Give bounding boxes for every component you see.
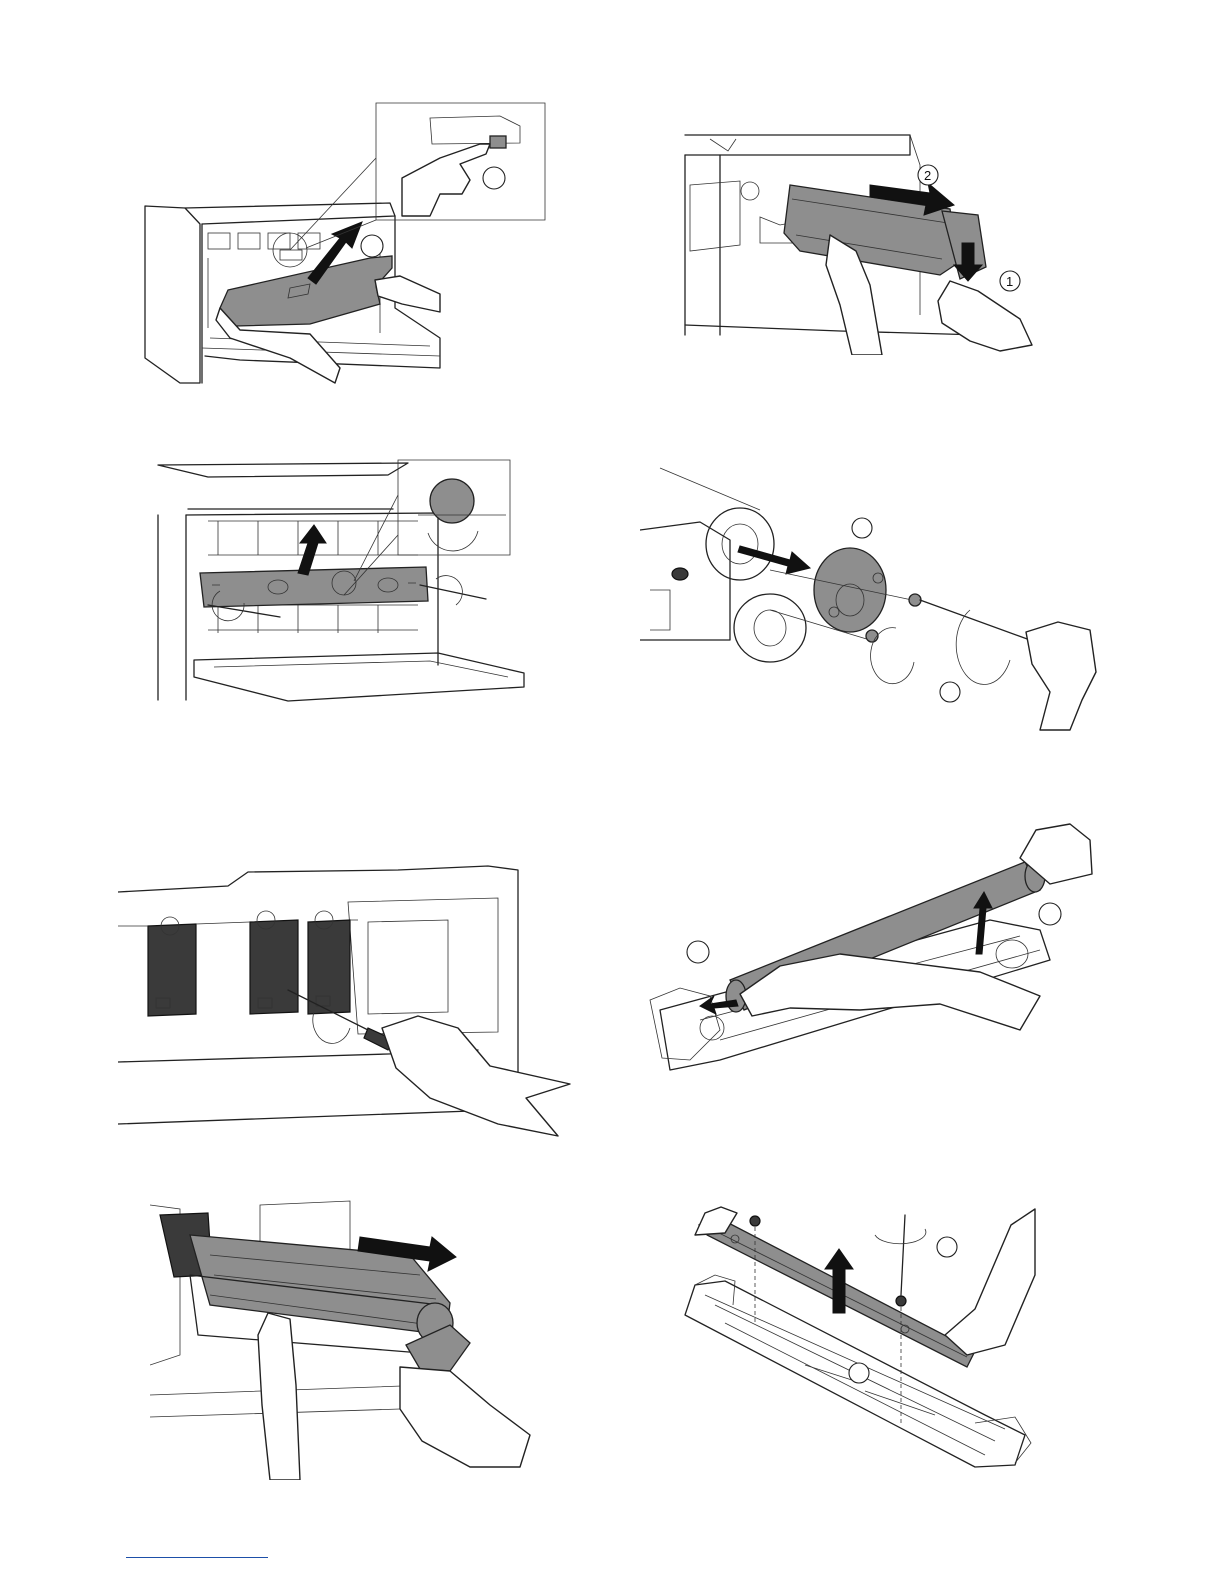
figure-process-unit-slide-out bbox=[150, 1195, 540, 1480]
figure-charger-cover-screws bbox=[655, 1205, 1040, 1475]
callout-2: 2 bbox=[924, 168, 931, 183]
callout-1: 1 bbox=[1006, 274, 1013, 289]
figure-front-cover-screws bbox=[148, 455, 533, 705]
figure-drum-gear-flange bbox=[640, 460, 1100, 735]
figure-cover-removal bbox=[140, 98, 550, 388]
figure-process-unit-screw bbox=[118, 862, 580, 1142]
footer-link-underline[interactable] bbox=[126, 1557, 268, 1558]
figure-drum-roller-removal bbox=[640, 820, 1095, 1080]
figure-drum-unit-pull-out: 2 1 bbox=[680, 125, 1040, 355]
